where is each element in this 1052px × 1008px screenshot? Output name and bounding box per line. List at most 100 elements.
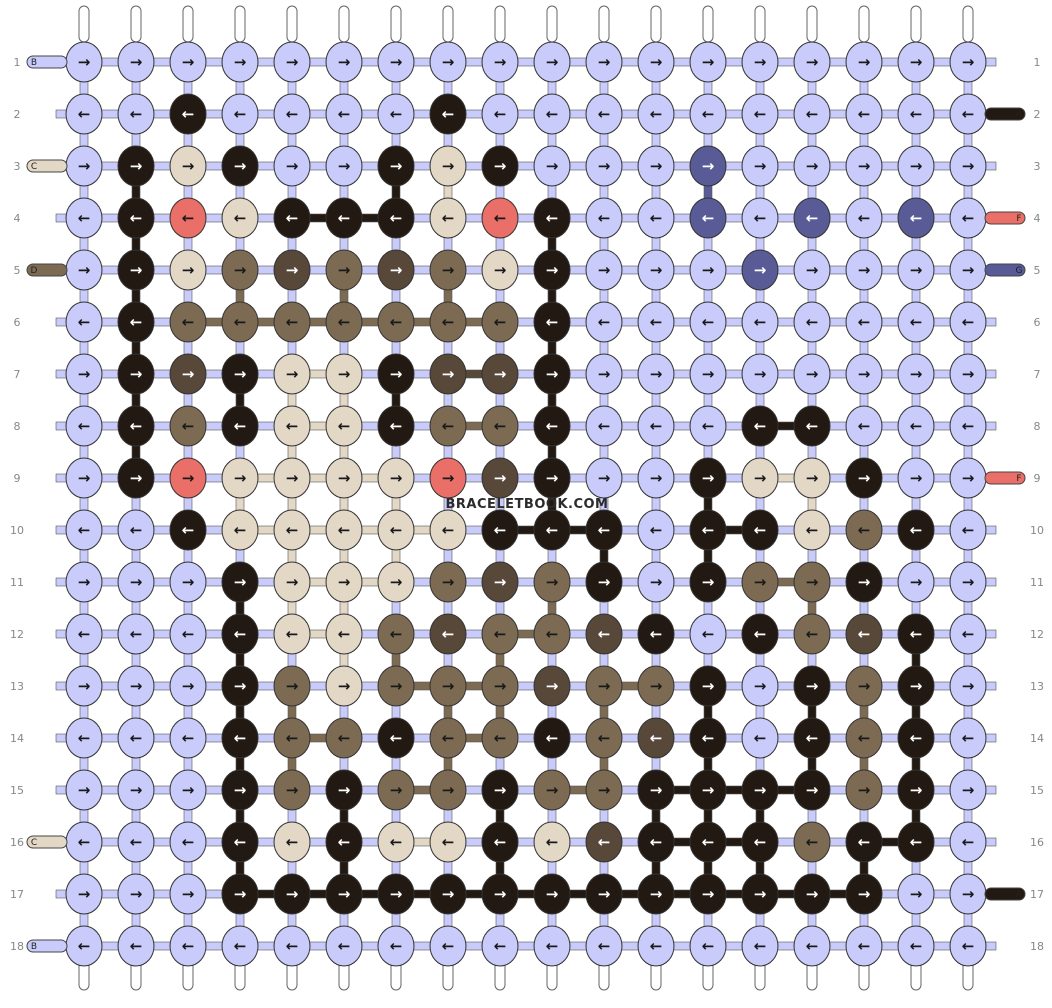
- knot-arrow: ←: [390, 729, 403, 747]
- knot: [169, 925, 207, 967]
- knot-arrow: ←: [286, 625, 299, 643]
- knot-arrow: →: [494, 53, 507, 71]
- knot-arrow: ←: [858, 417, 871, 435]
- knot: [897, 509, 935, 551]
- knot: [325, 145, 363, 187]
- knot-arrow: ←: [78, 729, 91, 747]
- knot: [533, 301, 571, 343]
- row-number-right: 4: [1034, 212, 1041, 225]
- knot: [689, 145, 727, 187]
- knot-arrow: ←: [78, 625, 91, 643]
- knot: [221, 665, 259, 707]
- knot-arrow: →: [78, 885, 91, 903]
- knot: [481, 665, 519, 707]
- knot-arrow: →: [858, 677, 871, 695]
- knot-arrow: →: [546, 677, 559, 695]
- knot: [429, 197, 467, 239]
- knot-arrow: →: [286, 53, 299, 71]
- knot: [325, 873, 363, 915]
- knot: [325, 405, 363, 447]
- knot-arrow: →: [858, 469, 871, 487]
- knot: [169, 353, 207, 395]
- top-string-peg: [286, 5, 298, 43]
- knot: [793, 717, 831, 759]
- row-number-right: 3: [1034, 160, 1041, 173]
- knot: [533, 197, 571, 239]
- knot-arrow: →: [494, 157, 507, 175]
- top-string-peg: [702, 5, 714, 43]
- string-tag-letter: C: [31, 162, 37, 172]
- knot: [793, 145, 831, 187]
- knot-arrow: →: [962, 781, 975, 799]
- knot: [741, 301, 779, 343]
- knot-arrow: ←: [962, 105, 975, 123]
- knot-arrow: →: [234, 781, 247, 799]
- knot-arrow: →: [858, 53, 871, 71]
- knot-arrow: →: [910, 573, 923, 591]
- knot: [689, 769, 727, 811]
- knot-arrow: →: [182, 677, 195, 695]
- row-number-right: 8: [1034, 420, 1041, 433]
- knot-arrow: →: [650, 781, 663, 799]
- knot-arrow: →: [78, 261, 91, 279]
- knot: [741, 509, 779, 551]
- knot: [429, 873, 467, 915]
- knot-arrow: ←: [390, 521, 403, 539]
- row-number-left: 16: [10, 836, 24, 849]
- knot-arrow: ←: [338, 417, 351, 435]
- knot-arrow: →: [442, 53, 455, 71]
- knot-arrow: →: [286, 677, 299, 695]
- knot: [481, 457, 519, 499]
- knot: [429, 769, 467, 811]
- knot: [169, 457, 207, 499]
- knot-arrow: →: [130, 885, 143, 903]
- knot-arrow: →: [234, 261, 247, 279]
- knot: [845, 457, 883, 499]
- knot-arrow: ←: [650, 521, 663, 539]
- knot-arrow: ←: [962, 729, 975, 747]
- knot-arrow: →: [442, 885, 455, 903]
- knot: [273, 613, 311, 655]
- knot: [117, 145, 155, 187]
- top-string-peg: [494, 5, 506, 43]
- knot: [117, 301, 155, 343]
- row-number-left: 18: [10, 940, 24, 953]
- knot: [325, 301, 363, 343]
- knot: [689, 665, 727, 707]
- knot: [325, 769, 363, 811]
- knot: [65, 665, 103, 707]
- knot-arrow: ←: [650, 417, 663, 435]
- row-number-right: 13: [1030, 680, 1044, 693]
- knot: [897, 925, 935, 967]
- knot: [949, 925, 987, 967]
- knot: [117, 665, 155, 707]
- knot: [481, 249, 519, 291]
- knot-arrow: ←: [910, 625, 923, 643]
- knot-arrow: ←: [338, 521, 351, 539]
- knot-arrow: ←: [390, 833, 403, 851]
- knot-arrow: ←: [546, 209, 559, 227]
- knot-grid: →→→→→→→→→→→→→→→→→→←←←←←←←←←←←←←←←←←←→→→→…: [65, 41, 987, 967]
- top-string-peg: [130, 5, 142, 43]
- knot-arrow: →: [338, 365, 351, 383]
- knot-arrow: ←: [442, 625, 455, 643]
- knot-arrow: →: [806, 261, 819, 279]
- knot: [897, 873, 935, 915]
- knot-arrow: →: [182, 261, 195, 279]
- knot-arrow: →: [806, 365, 819, 383]
- knot: [221, 925, 259, 967]
- top-string-peg: [442, 5, 454, 43]
- knot: [533, 665, 571, 707]
- knot: [741, 613, 779, 655]
- knot: [585, 925, 623, 967]
- top-string-peg: [754, 5, 766, 43]
- knot-arrow: ←: [598, 521, 611, 539]
- knot: [845, 717, 883, 759]
- knot: [741, 41, 779, 83]
- knot: [429, 249, 467, 291]
- knot: [377, 665, 415, 707]
- row-number-left: 13: [10, 680, 24, 693]
- knot-arrow: →: [754, 365, 767, 383]
- knot: [429, 613, 467, 655]
- knot-arrow: →: [390, 573, 403, 591]
